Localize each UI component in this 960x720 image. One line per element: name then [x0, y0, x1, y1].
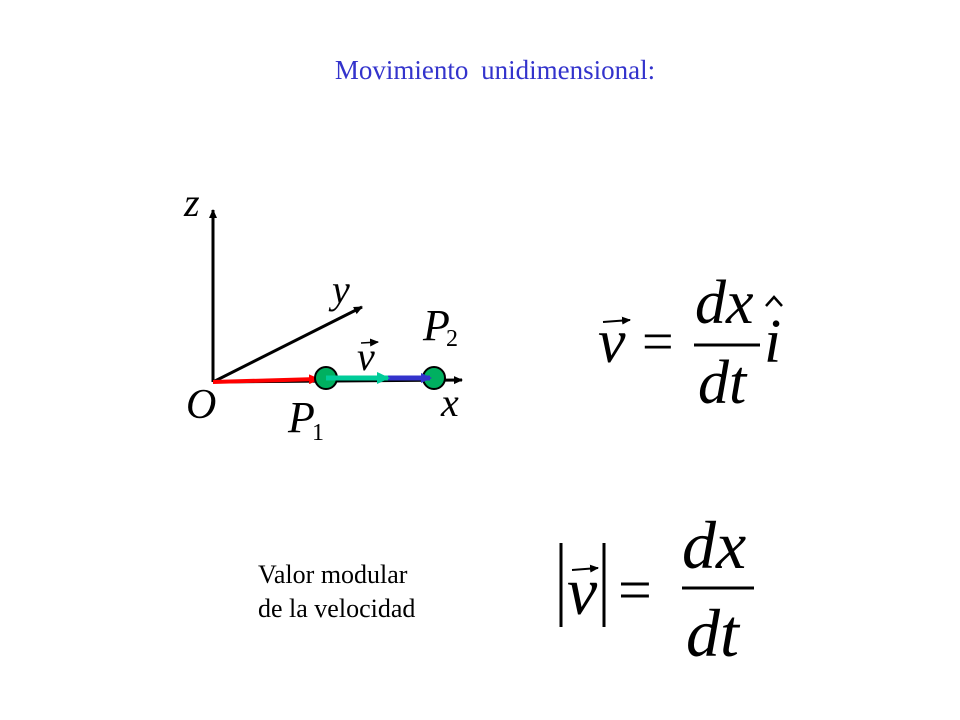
z-axis-label: z [183, 180, 200, 225]
point-p1-subscript: 1 [312, 420, 324, 446]
formula-2-numerator: dx [682, 507, 746, 583]
formula-1-unit-vector: i [764, 308, 781, 376]
velocity-label-arrow-icon [360, 338, 379, 347]
formula-1-lhs: v [598, 308, 626, 376]
speed-formula: v = dx dt [559, 507, 754, 671]
point-p1-label: P [287, 393, 315, 442]
speed-caption: Valor modular de la velocidad [258, 558, 415, 626]
formula-1-numerator: dx [695, 269, 754, 337]
formula-2-denominator: dt [686, 595, 741, 671]
y-axis-label: y [328, 267, 350, 312]
velocity-label: v [357, 334, 375, 379]
formula-1-equals: = [642, 311, 674, 373]
formula-1-lhs-arrow-icon [602, 316, 631, 325]
page-title: Movimiento unidimensional: [334, 55, 656, 85]
point-p2-subscript: 2 [446, 326, 458, 352]
x-axis-label: x [440, 380, 459, 425]
formula-1-denominator: dt [698, 349, 748, 417]
velocity-formula: v = dx dt i [598, 269, 783, 417]
caption-line-2: de la velocidad [258, 594, 416, 623]
formula-2-equals: = [618, 557, 652, 623]
y-axis [212, 305, 363, 384]
point-p2-label: P [422, 301, 450, 350]
formula-2-lhs: v [567, 553, 598, 629]
unit-vector-hat-icon [765, 295, 783, 307]
origin-label: O [186, 382, 216, 428]
formula-2-lhs-arrow-icon [571, 564, 599, 573]
position-vector [212, 374, 320, 385]
caption-line-1: Valor modular [258, 560, 408, 589]
